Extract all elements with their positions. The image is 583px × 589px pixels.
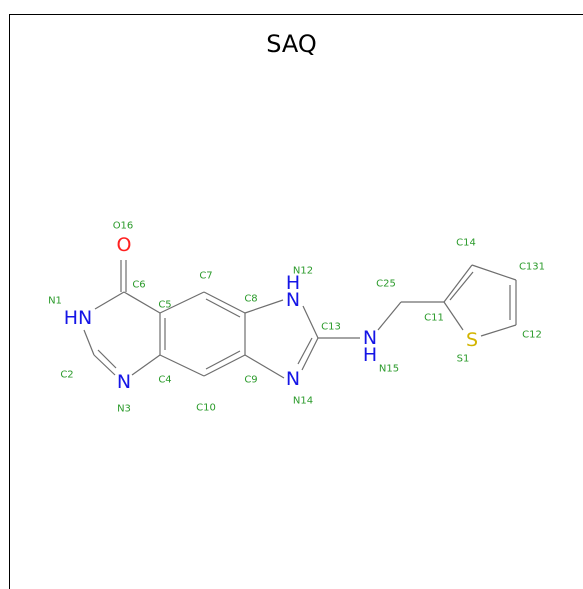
label-c25: C25 bbox=[376, 279, 396, 290]
bond-c7-c8-inner bbox=[205, 298, 241, 318]
bond-n12-c13 bbox=[302, 305, 319, 339]
atom-n1: HN bbox=[64, 307, 93, 329]
bond-c10-c4 bbox=[159, 354, 205, 377]
label-n14: N14 bbox=[293, 396, 313, 407]
bond-c9-c10 bbox=[203, 354, 246, 377]
atom-n12: N bbox=[286, 289, 300, 311]
label-n15: N15 bbox=[379, 364, 399, 375]
bond-n15-c25 bbox=[377, 301, 402, 331]
atom-n15-h: H bbox=[363, 344, 377, 366]
bond-n14-c9 bbox=[244, 354, 285, 379]
atom-s1: S bbox=[466, 329, 478, 351]
atom-symbols: O HN N H N N N H S bbox=[64, 234, 478, 393]
label-s1: S1 bbox=[457, 354, 470, 365]
bond-c13-n14 bbox=[301, 337, 319, 371]
label-o16: O16 bbox=[113, 221, 134, 232]
label-c11: C11 bbox=[424, 313, 444, 324]
label-c6: C6 bbox=[132, 280, 145, 291]
atom-n3: N bbox=[117, 371, 131, 393]
bond-c11-c14 bbox=[443, 264, 473, 303]
bond-c8-n12 bbox=[244, 299, 284, 314]
plot-frame bbox=[9, 14, 583, 589]
atom-n15: N bbox=[363, 327, 377, 349]
bond-c12-s1 bbox=[480, 324, 517, 337]
label-c2: C2 bbox=[60, 370, 73, 381]
diagram-title: SAQ bbox=[266, 30, 317, 58]
bond-c11-c14-inner bbox=[449, 271, 474, 301]
bond-c6-c5 bbox=[123, 291, 161, 314]
bond-n1-c2 bbox=[83, 329, 95, 356]
atom-o16: O bbox=[117, 234, 132, 256]
atom-n12-h: H bbox=[286, 272, 300, 294]
bonds bbox=[83, 260, 517, 379]
label-c7: C7 bbox=[199, 271, 212, 282]
bond-n3-c4 bbox=[131, 354, 161, 376]
label-c12: C12 bbox=[522, 330, 542, 341]
atom-labels: O16 N1 C6 C5 C7 C8 N12 C13 C25 C14 C131 … bbox=[48, 221, 545, 415]
label-c13: C13 bbox=[321, 322, 341, 333]
atom-n14: N bbox=[286, 368, 300, 390]
label-c131: C131 bbox=[519, 262, 545, 273]
bond-c9-c10-inner bbox=[205, 350, 241, 370]
bond-c7-c8 bbox=[203, 291, 246, 314]
bond-c2-n3 bbox=[93, 354, 116, 376]
label-c4: C4 bbox=[158, 375, 171, 386]
label-n3: N3 bbox=[117, 404, 131, 415]
label-c10: C10 bbox=[196, 403, 216, 414]
bond-c14-c131 bbox=[471, 264, 517, 281]
label-c14: C14 bbox=[456, 238, 476, 249]
label-c9: C9 bbox=[244, 375, 257, 386]
bond-c5-c7 bbox=[159, 291, 205, 314]
label-n12: N12 bbox=[293, 266, 313, 277]
bond-c6-n1 bbox=[94, 291, 125, 310]
label-n1: N1 bbox=[48, 296, 62, 307]
bond-s1-c11 bbox=[443, 301, 464, 331]
label-c8: C8 bbox=[244, 294, 257, 305]
bond-c2-n3-double bbox=[97, 349, 117, 369]
label-c5: C5 bbox=[158, 300, 171, 311]
bond-c13-n14-double bbox=[297, 337, 313, 365]
